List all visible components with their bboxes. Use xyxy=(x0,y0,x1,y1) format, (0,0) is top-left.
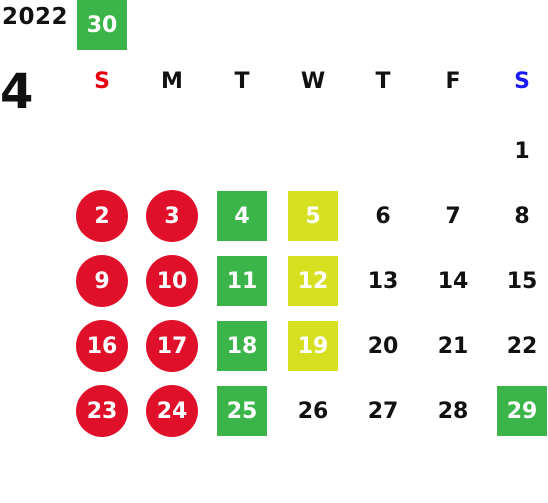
day-number: 4 xyxy=(234,203,250,229)
weekday-label: M xyxy=(161,68,183,94)
day-cell: 19 xyxy=(283,321,343,371)
day-number: 21 xyxy=(437,333,469,359)
day-cell: 7 xyxy=(423,191,483,241)
weekday-header: T xyxy=(212,56,272,106)
day-number: 9 xyxy=(94,268,110,294)
day-cell: 9 xyxy=(72,255,132,307)
weekday-header: S xyxy=(72,56,132,106)
weekday-label: S xyxy=(94,68,110,94)
yellow-highlight xyxy=(288,191,338,241)
day-number: 13 xyxy=(367,268,399,294)
day-number: 25 xyxy=(226,398,258,424)
day-number: 14 xyxy=(437,268,469,294)
day-number: 26 xyxy=(297,398,329,424)
day-cell: 27 xyxy=(353,386,413,436)
day-number: 11 xyxy=(226,268,258,294)
day-cell: 8 xyxy=(492,191,548,241)
day-cell: 13 xyxy=(353,256,413,306)
holiday-circle xyxy=(76,320,128,372)
day-number: 5 xyxy=(305,203,321,229)
day-number: 28 xyxy=(437,398,469,424)
day-cell: 10 xyxy=(142,255,202,307)
day-number: 12 xyxy=(297,268,329,294)
day-number: 27 xyxy=(367,398,399,424)
day-cell: 6 xyxy=(353,191,413,241)
day-number: 3 xyxy=(164,203,180,229)
day-number: 7 xyxy=(445,203,461,229)
month-label: 4 xyxy=(0,64,34,120)
day-cell: 15 xyxy=(492,256,548,306)
green-highlight xyxy=(217,256,267,306)
day-number: 23 xyxy=(86,398,118,424)
weekday-header: F xyxy=(423,56,483,106)
day-number: 6 xyxy=(375,203,391,229)
day-number: 10 xyxy=(156,268,188,294)
holiday-circle xyxy=(76,255,128,307)
weekday-label: F xyxy=(445,68,461,94)
day-cell: 20 xyxy=(353,321,413,371)
holiday-circle xyxy=(76,190,128,242)
day-number: 8 xyxy=(514,203,530,229)
day-cell: 28 xyxy=(423,386,483,436)
day-cell: 26 xyxy=(283,386,343,436)
day-cell: 29 xyxy=(492,386,548,436)
day-cell: 16 xyxy=(72,320,132,372)
holiday-circle xyxy=(146,255,198,307)
day-number: 29 xyxy=(506,398,538,424)
day-cell: 5 xyxy=(283,191,343,241)
weekday-header: S xyxy=(492,56,548,106)
weekday-label: T xyxy=(375,68,391,94)
holiday-circle xyxy=(146,190,198,242)
holiday-circle xyxy=(76,385,128,437)
day-cell: 4 xyxy=(212,191,272,241)
day-cell: 21 xyxy=(423,321,483,371)
weekday-header: T xyxy=(353,56,413,106)
green-highlight xyxy=(77,0,127,50)
day-cell: 14 xyxy=(423,256,483,306)
holiday-circle xyxy=(146,385,198,437)
day-cell: 24 xyxy=(142,385,202,437)
day-number: 20 xyxy=(367,333,399,359)
weekday-label: T xyxy=(234,68,250,94)
green-highlight xyxy=(217,386,267,436)
day-number: 24 xyxy=(156,398,188,424)
day-number: 19 xyxy=(297,333,329,359)
day-cell: 1 xyxy=(492,126,548,176)
day-cell: 18 xyxy=(212,321,272,371)
day-number: 1 xyxy=(514,138,530,164)
yellow-highlight xyxy=(288,321,338,371)
day-number: 22 xyxy=(506,333,538,359)
day-cell: 17 xyxy=(142,320,202,372)
day-cell: 11 xyxy=(212,256,272,306)
holiday-circle xyxy=(146,320,198,372)
green-highlight xyxy=(217,191,267,241)
year-label: 2022 xyxy=(2,4,69,30)
green-highlight xyxy=(217,321,267,371)
day-number: 15 xyxy=(506,268,538,294)
day-cell: 30 xyxy=(72,0,132,50)
day-cell: 23 xyxy=(72,385,132,437)
day-number: 16 xyxy=(86,333,118,359)
weekday-label: S xyxy=(514,68,530,94)
day-cell: 22 xyxy=(492,321,548,371)
day-number: 2 xyxy=(94,203,110,229)
day-number: 18 xyxy=(226,333,258,359)
day-cell: 25 xyxy=(212,386,272,436)
green-highlight xyxy=(497,386,547,436)
weekday-header: M xyxy=(142,56,202,106)
weekday-header: W xyxy=(283,56,343,106)
day-cell: 2 xyxy=(72,190,132,242)
day-number: 17 xyxy=(156,333,188,359)
day-cell: 12 xyxy=(283,256,343,306)
yellow-highlight xyxy=(288,256,338,306)
day-number: 30 xyxy=(86,12,118,38)
day-cell: 3 xyxy=(142,190,202,242)
weekday-label: W xyxy=(300,68,326,94)
